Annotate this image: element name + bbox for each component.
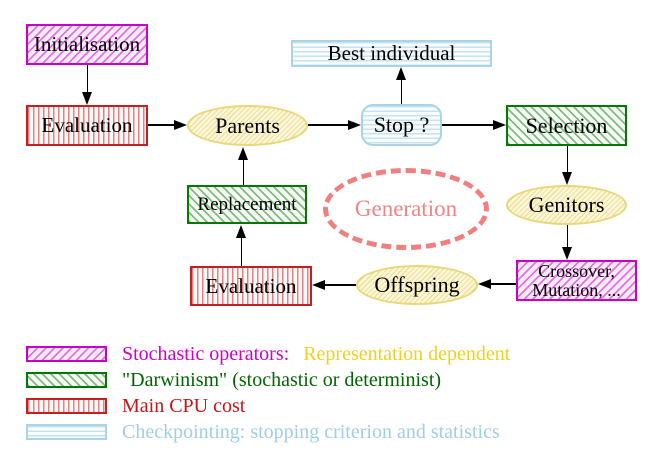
node-evaluation-bottom: Evaluation [190, 266, 312, 306]
node-crossover-mutation: Crossover, Mutation, ... [516, 260, 637, 301]
node-evaluation-top: Evaluation [26, 105, 148, 146]
node-best-individual: Best individual [291, 40, 492, 67]
legend-swatch-darwinism [26, 372, 107, 388]
crossover-mutation-label: Crossover, Mutation, ... [532, 260, 621, 300]
legend-swatch-stochastic-operators [26, 346, 107, 362]
legend-swatch-main-cpu-cost [26, 398, 107, 414]
node-selection: Selection [506, 105, 627, 146]
legend-swatch-checkpointing [26, 424, 107, 440]
node-parents: Parents [187, 105, 308, 146]
node-replacement: Replacement [187, 185, 307, 224]
node-offspring: Offspring [356, 265, 478, 305]
legend-label-stochastic-operators: Stochastic operators:Representation depe… [122, 343, 511, 365]
node-genitors: Genitors [506, 185, 627, 225]
legend-label-main-cpu-cost: Main CPU cost [122, 395, 246, 417]
legend-label-checkpointing: Checkpointing: stopping criterion and st… [122, 421, 500, 443]
node-initialisation: Initialisation [26, 24, 148, 65]
generation-loop-ellipse: Generation [323, 168, 489, 250]
legend-label-darwinism: "Darwinism" (stochastic or determinist) [122, 369, 442, 391]
node-stop: Stop ? [361, 104, 442, 146]
